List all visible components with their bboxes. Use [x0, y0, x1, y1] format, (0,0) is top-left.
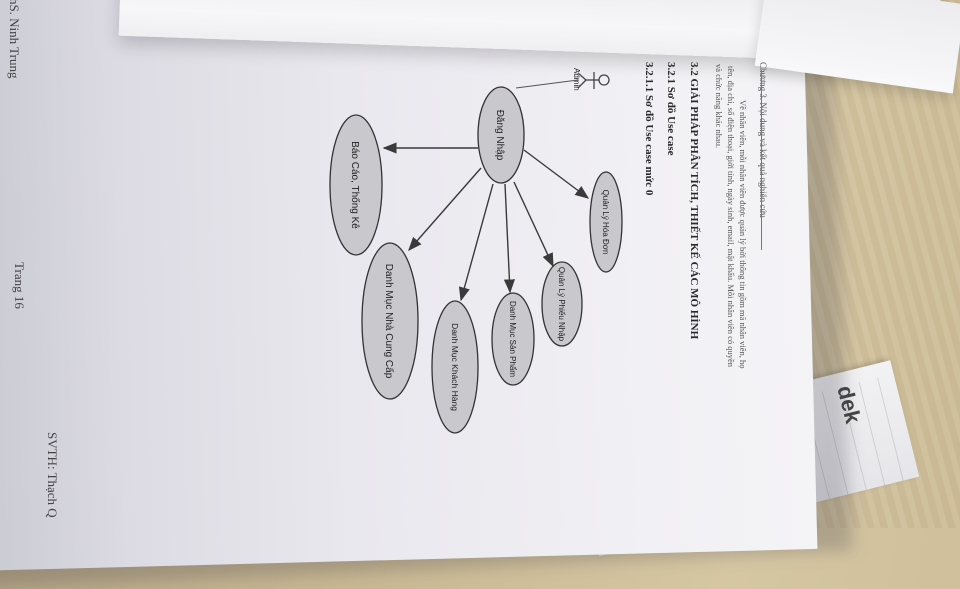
arrow-to-invoice [523, 149, 590, 199]
use-case-products [491, 292, 535, 386]
use-case-customers [431, 300, 479, 434]
admin-actor-icon [577, 72, 610, 89]
arrow-to-customers [458, 183, 494, 302]
actor-label: Admin [572, 68, 581, 91]
arrow-to-products [503, 183, 516, 294]
use-case-login [477, 86, 525, 184]
include-arrows [382, 142, 590, 302]
label-customers: Danh Mục Khách Hàng [450, 323, 460, 411]
label-login: Đăng Nhập [494, 110, 505, 161]
use-case-import [541, 261, 583, 347]
label-suppliers: Danh Mục Nhà Cung Cấp [383, 264, 395, 379]
arrow-to-suppliers [408, 167, 482, 252]
use-case-invoice [589, 171, 623, 273]
arrow-to-import [513, 181, 554, 268]
label-invoice: Quản Lý Hóa Đơn [601, 190, 610, 255]
use-case-reports [329, 114, 383, 256]
use-case-diagram: Admin Đăng Nhập Quản Lý Hóa Đơn Quản Lý … [329, 68, 623, 434]
use-case-suppliers [361, 242, 419, 400]
label-reports: Báo Cáo, Thống Kê [349, 141, 361, 229]
actor-association-line [515, 79, 579, 89]
label-products: Danh Mục Sản Phẩm [508, 301, 517, 377]
label-import: Quản Lý Phiếu Nhập [557, 267, 566, 342]
